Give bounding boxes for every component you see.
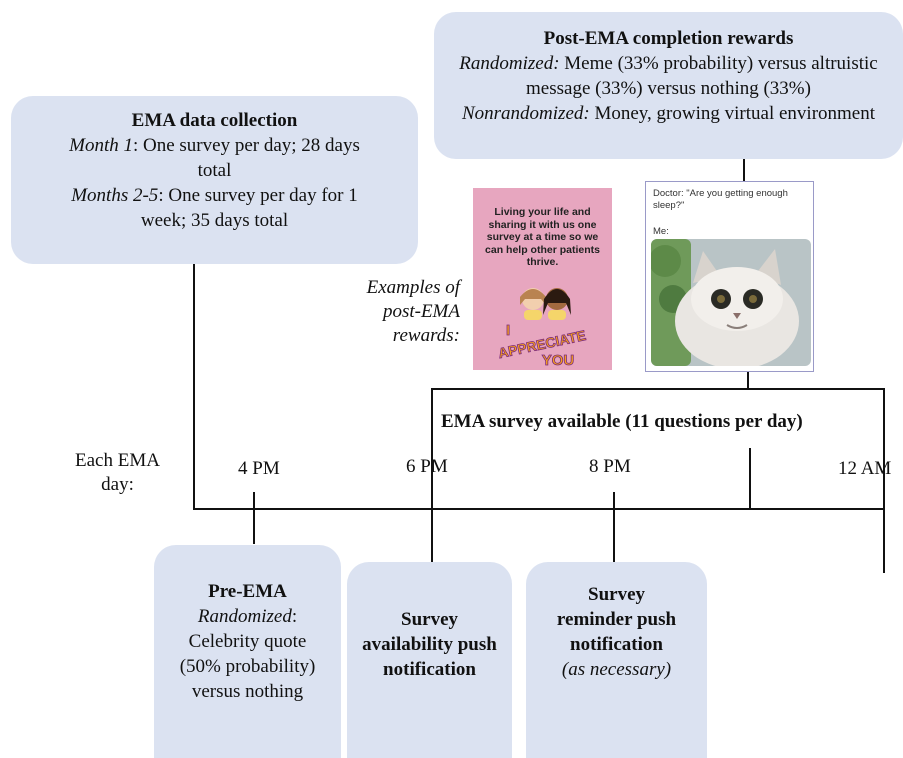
pre-ema-randomized-label: Randomized bbox=[197, 606, 292, 627]
tick-10pm bbox=[749, 448, 751, 510]
pre-ema-text: : Celebrity quote (50% probability) vers… bbox=[179, 606, 316, 702]
post-ema-nonrandomized-text: Money, growing virtual environment bbox=[594, 103, 876, 124]
survey-available-label: EMA survey available (11 questions per d… bbox=[441, 411, 803, 432]
time-label-12am: 12 AM bbox=[838, 458, 892, 479]
cat-photo-icon bbox=[651, 239, 811, 366]
month1-text: : One survey per day; 28 days total bbox=[132, 135, 360, 181]
pre-ema-title: Pre-EMA bbox=[208, 581, 287, 602]
each-ema-day-label: Each EMA day: bbox=[75, 450, 160, 495]
ema-box-connector bbox=[193, 264, 195, 510]
tick-6pm bbox=[431, 388, 433, 562]
meme-me-text: Me: bbox=[653, 226, 669, 237]
survey-availability-title: Survey availability push notification bbox=[362, 609, 497, 680]
month1-label: Month 1 bbox=[69, 135, 133, 156]
survey-reminder-box: Survey reminder push notification (as ne… bbox=[526, 562, 707, 758]
altruistic-message-text: Living your life and sharing it with us … bbox=[485, 206, 600, 268]
timeline-axis bbox=[193, 508, 885, 510]
pre-ema-box: Pre-EMA Randomized: Celebrity quote (50%… bbox=[154, 545, 341, 758]
survey-availability-box: Survey availability push notification bbox=[347, 562, 512, 758]
friends-sticker-icon: I APPRECIATE YOU bbox=[496, 287, 587, 369]
post-ema-title: Post-EMA completion rewards bbox=[543, 28, 794, 49]
meme-card: Doctor: "Are you getting enough sleep?" … bbox=[645, 181, 814, 372]
meme-doctor-text: Doctor: "Are you getting enough sleep?" bbox=[653, 188, 788, 211]
post-ema-randomized-label: Randomized: bbox=[459, 53, 560, 74]
time-label-8pm: 8 PM bbox=[589, 456, 631, 477]
post-ema-nonrandomized-label: Nonrandomized: bbox=[461, 103, 590, 124]
available-bracket bbox=[431, 388, 885, 390]
time-label-6pm: 6 PM bbox=[406, 456, 448, 477]
examples-label: Examples of post-EMA rewards: bbox=[366, 277, 460, 346]
altruistic-message-card: Living your life and sharing it with us … bbox=[473, 188, 612, 370]
sticker-text-i: I bbox=[506, 322, 510, 339]
meme-connector bbox=[747, 372, 749, 389]
survey-reminder-title: Survey reminder push notification bbox=[556, 584, 677, 655]
time-label-4pm: 4 PM bbox=[238, 458, 280, 479]
tick-12am bbox=[883, 388, 885, 573]
tick-4pm bbox=[253, 492, 255, 544]
months25-label: Months 2-5 bbox=[71, 185, 159, 206]
post-ema-connector bbox=[743, 158, 745, 182]
months25-text: : One survey per day for 1 week; 35 days… bbox=[140, 185, 358, 231]
sticker-text-you: YOU bbox=[541, 352, 574, 369]
ema-box-title: EMA data collection bbox=[131, 110, 298, 131]
post-ema-rewards-box: Post-EMA completion rewards Randomized: … bbox=[434, 12, 903, 159]
post-ema-randomized-text: Meme (33% probability) versus altruistic… bbox=[526, 53, 878, 99]
survey-reminder-note: (as necessary) bbox=[561, 659, 672, 680]
tick-8pm bbox=[613, 492, 615, 562]
ema-data-collection-box: EMA data collection Month 1: One survey … bbox=[11, 96, 418, 264]
